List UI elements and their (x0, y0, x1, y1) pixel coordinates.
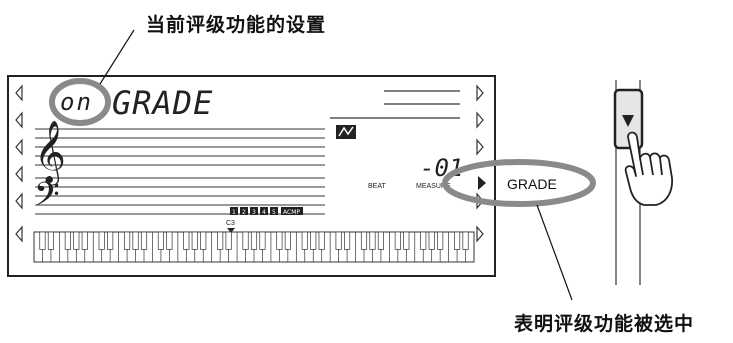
lcd-keyboard (33, 231, 475, 263)
lcd-status: on (60, 88, 93, 116)
right-arrow-icon (476, 111, 484, 129)
bass-clef-icon: 𝄢 (34, 176, 60, 222)
tempo-icon (336, 125, 356, 139)
measure-label: MEASURE (416, 183, 451, 190)
black-key (250, 231, 258, 250)
black-key (157, 231, 164, 250)
treble-clef-icon: 𝄞 (34, 120, 66, 186)
black-key (259, 231, 266, 250)
left-arrow-icon (15, 138, 23, 156)
black-key (107, 231, 114, 250)
black-key (183, 231, 190, 250)
black-key (360, 231, 368, 250)
black-key (81, 231, 88, 250)
black-key (462, 231, 469, 250)
selected-arrow-icon (478, 176, 486, 190)
leader-line-bottom (536, 204, 573, 301)
black-key (403, 231, 410, 250)
black-key (437, 231, 444, 250)
callout-ellipse-grade (442, 159, 596, 207)
track-number-2: 2 (242, 209, 246, 216)
black-key (242, 231, 249, 250)
left-arrow-icon (15, 165, 23, 183)
black-key (64, 231, 71, 250)
black-key (377, 231, 384, 250)
left-arrow-icon (15, 192, 23, 210)
black-key (394, 231, 401, 250)
left-arrow-icon (15, 84, 23, 102)
black-key (166, 231, 173, 250)
black-key (132, 231, 139, 250)
right-arrow-column (476, 84, 484, 243)
black-key (124, 231, 131, 250)
black-key (420, 231, 427, 250)
down-triangle-icon (622, 115, 634, 127)
chord-marker-label: C3 (226, 220, 235, 227)
black-key (200, 231, 207, 250)
track-indicators: 1 2 3 4 5 ACMP (230, 207, 303, 216)
track-number-5: 5 (272, 209, 276, 216)
black-key (276, 231, 283, 250)
selected-function-label: GRADE (507, 176, 557, 192)
track-number-4: 4 (262, 209, 266, 216)
acmp-label: ACMP (283, 209, 300, 216)
lcd-indicator-lines (330, 90, 460, 119)
black-key (344, 231, 351, 250)
left-arrow-icon (15, 225, 23, 243)
black-key (140, 231, 148, 250)
black-key (39, 231, 46, 250)
down-marker-icon (227, 228, 235, 233)
black-key (217, 231, 224, 250)
black-key (225, 231, 232, 250)
black-key (318, 231, 325, 250)
black-key (191, 231, 198, 250)
left-arrow-column (15, 84, 23, 243)
black-key (369, 231, 376, 250)
track-number-1: 1 (232, 209, 236, 216)
black-key (47, 231, 54, 250)
black-key (310, 231, 317, 250)
right-arrow-icon (476, 225, 484, 243)
black-key (454, 231, 461, 250)
black-key (73, 231, 80, 250)
beat-label: BEAT (368, 183, 386, 190)
lcd-function-name: GRADE (112, 84, 213, 122)
right-arrow-icon (476, 138, 484, 156)
left-arrow-icon (15, 111, 23, 129)
black-key (428, 231, 435, 250)
measure-value: -01 (420, 154, 463, 182)
black-key (98, 231, 105, 250)
callout-function-selected: 表明评级功能被选中 (514, 313, 695, 335)
leader-line-top (99, 29, 135, 85)
track-number-3: 3 (252, 209, 256, 216)
black-key (301, 231, 308, 250)
black-key (284, 231, 291, 250)
callout-current-setting: 当前评级功能的设置 (146, 14, 327, 36)
black-key (335, 231, 342, 250)
callout-ellipse-on (49, 78, 111, 126)
pointing-hand-icon (624, 131, 673, 206)
right-arrow-icon (476, 84, 484, 102)
